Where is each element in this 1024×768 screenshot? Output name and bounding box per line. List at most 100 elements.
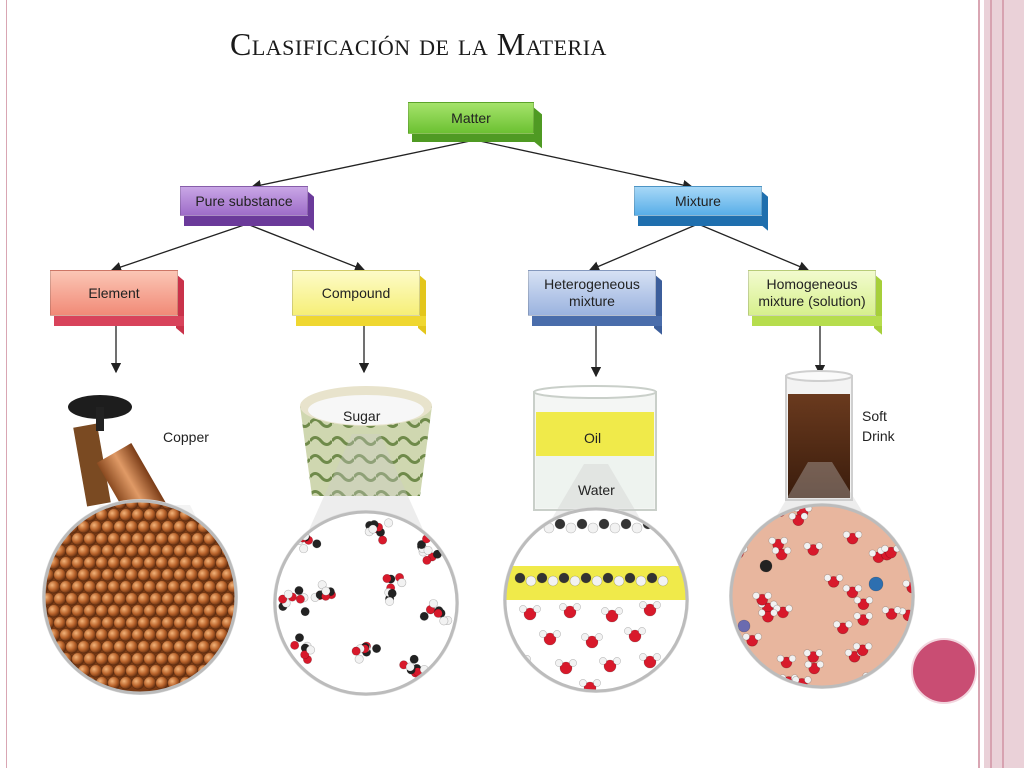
oil-atom	[525, 575, 537, 587]
copper-atom	[131, 532, 145, 546]
copper-atom	[191, 532, 205, 546]
oil-atom	[635, 575, 647, 587]
oil-atom	[569, 575, 581, 587]
copper-atom	[179, 604, 193, 618]
copper-atom	[83, 652, 97, 666]
copper-atom	[59, 580, 73, 594]
copper-atom	[125, 544, 139, 558]
water-atom	[581, 633, 589, 641]
copper-atom	[240, 677, 250, 689]
copper-atom	[107, 652, 121, 666]
copper-atom	[107, 508, 121, 522]
copper-atom	[77, 640, 91, 654]
copper-atom	[131, 556, 145, 570]
sugar-atom	[317, 580, 327, 590]
copper-atom	[131, 508, 145, 522]
copper-atom	[179, 652, 193, 666]
copper-atom	[173, 640, 187, 654]
copper-atom	[119, 628, 133, 642]
copper-atom	[53, 592, 67, 606]
solution-atom	[865, 612, 873, 620]
water-atom	[533, 605, 541, 613]
copper-atom	[83, 556, 97, 570]
copper-atom	[161, 640, 175, 654]
copper-atom	[167, 532, 181, 546]
copper-atom	[107, 556, 121, 570]
sugar-atom	[428, 599, 438, 609]
copper-atom	[119, 508, 133, 522]
water-atom	[599, 657, 607, 665]
copper-atom	[59, 508, 73, 522]
node-mixture-label: Mixture	[634, 186, 762, 216]
solution-atom	[856, 644, 869, 657]
copper-atom	[113, 544, 127, 558]
copper-atom	[47, 580, 61, 594]
solution-atom	[915, 580, 922, 587]
copper-atom	[203, 628, 217, 642]
copper-atom	[143, 532, 157, 546]
sugar-atom	[419, 611, 429, 621]
solution-atom	[770, 505, 778, 511]
label-sugar: Sugar	[343, 408, 381, 424]
solution-atom	[864, 642, 873, 650]
water-atom	[559, 661, 573, 675]
copper-atom	[107, 628, 121, 642]
copper-atom	[71, 604, 85, 618]
solution-atom	[846, 586, 859, 599]
beaker-icon	[533, 385, 657, 511]
copper-atom	[119, 676, 133, 690]
solution-atom	[827, 576, 840, 588]
solution-atom	[731, 545, 736, 553]
water-atom	[624, 627, 632, 635]
copper-atom	[179, 556, 193, 570]
copper-atom	[167, 628, 181, 642]
copper-atom	[71, 652, 85, 666]
solution-atom	[885, 608, 898, 620]
water-atom	[573, 603, 581, 611]
solution-molecules	[731, 505, 922, 687]
sugar-atom	[382, 574, 392, 584]
copper-atom	[240, 533, 250, 545]
copper-atom	[167, 556, 181, 570]
oil-atom	[558, 572, 570, 584]
copper-atom	[233, 501, 236, 510]
copper-atom	[161, 544, 175, 558]
solution-atom	[835, 574, 844, 582]
copper-atom	[113, 640, 127, 654]
sugar-bowl-icon	[300, 386, 432, 496]
copper-atom	[173, 520, 187, 534]
copper-atom	[240, 509, 250, 521]
copper-atom	[155, 580, 169, 594]
water-atom	[615, 607, 623, 615]
copper-atom	[125, 568, 139, 582]
copper-atom	[149, 568, 163, 582]
oil-atom	[536, 572, 548, 584]
solution-atom	[823, 574, 832, 582]
copper-atom	[203, 604, 217, 618]
copper-atom	[240, 653, 250, 665]
copper-atom	[143, 676, 157, 690]
copper-atom	[47, 652, 61, 666]
copper-illustration	[40, 395, 250, 695]
copper-atom	[71, 628, 85, 642]
solution-atom	[807, 651, 820, 663]
copper-atom	[161, 568, 175, 582]
copper-atom	[40, 641, 42, 653]
copper-atom	[119, 580, 133, 594]
copper-atom	[77, 592, 91, 606]
copper-atom	[77, 616, 91, 630]
solution-atom	[888, 522, 896, 530]
water-atom	[513, 657, 527, 671]
sugar-atom	[278, 594, 288, 604]
copper-atom	[227, 508, 236, 522]
arrow-pure-compound	[246, 223, 366, 272]
solution-atom	[842, 584, 851, 593]
oil-atom	[657, 575, 669, 587]
water-atom	[519, 605, 527, 613]
oil-atom	[554, 518, 566, 530]
water-atom	[579, 679, 587, 687]
solution-atom	[842, 530, 851, 539]
copper-atom	[203, 580, 217, 594]
copper-atom	[197, 640, 211, 654]
solution-atom	[845, 620, 853, 629]
